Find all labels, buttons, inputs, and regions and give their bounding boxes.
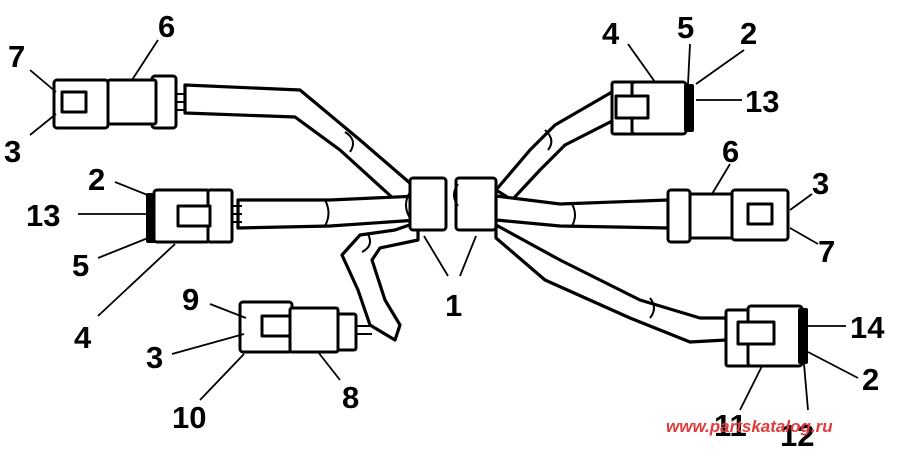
center-sleeve-left	[408, 176, 448, 232]
center-sleeve-right	[454, 176, 498, 232]
callout-7-mid-right: 7	[818, 234, 835, 269]
callout-9: 9	[182, 282, 199, 317]
callout-8: 8	[342, 380, 359, 415]
callout-7-top-left: 7	[8, 39, 25, 74]
cable-lower-right	[494, 223, 728, 344]
callout-2-top-right: 2	[740, 16, 757, 51]
callout-6-mid-right: 6	[722, 134, 739, 169]
callout-3-mid-right: 3	[812, 166, 829, 201]
callout-11: 11	[714, 408, 747, 443]
leader-lines	[29, 39, 859, 411]
cable-mid-right	[494, 194, 670, 230]
watermark-text: www.partskatalog.ru	[666, 417, 833, 436]
callout-5-mid-left: 5	[72, 248, 89, 283]
callout-1: 1	[445, 288, 462, 323]
callout-labels: 7 6 3 2 13 5 4 9 3 10 8 1 4 5 2 13 6 3 7…	[4, 9, 885, 453]
callout-13-mid-left: 13	[26, 198, 60, 233]
connector-top-left	[52, 74, 186, 130]
callout-12: 12	[780, 418, 814, 453]
connector-bottom-left	[238, 300, 372, 354]
callout-10: 10	[172, 400, 206, 435]
callout-2-mid-left: 2	[88, 162, 105, 197]
cable-lower-left	[340, 220, 420, 342]
callout-3-bottom-left: 3	[146, 340, 163, 375]
connector-mid-left	[146, 188, 242, 244]
callout-2-bottom-right: 2	[862, 362, 879, 397]
callout-6-top-left: 6	[158, 9, 175, 44]
callout-4-top-right: 4	[602, 16, 620, 51]
callout-5-top-right: 5	[677, 10, 694, 45]
callout-14: 14	[850, 310, 885, 345]
harness-cables	[183, 83, 728, 344]
connector-top-right	[610, 80, 694, 136]
callout-13-top-right: 13	[745, 84, 779, 119]
connector-bottom-right	[724, 304, 808, 368]
connector-mid-right	[666, 188, 790, 244]
callout-4-mid-left: 4	[74, 320, 92, 355]
callout-3-top-left: 3	[4, 134, 21, 169]
cable-top-right	[494, 90, 620, 202]
